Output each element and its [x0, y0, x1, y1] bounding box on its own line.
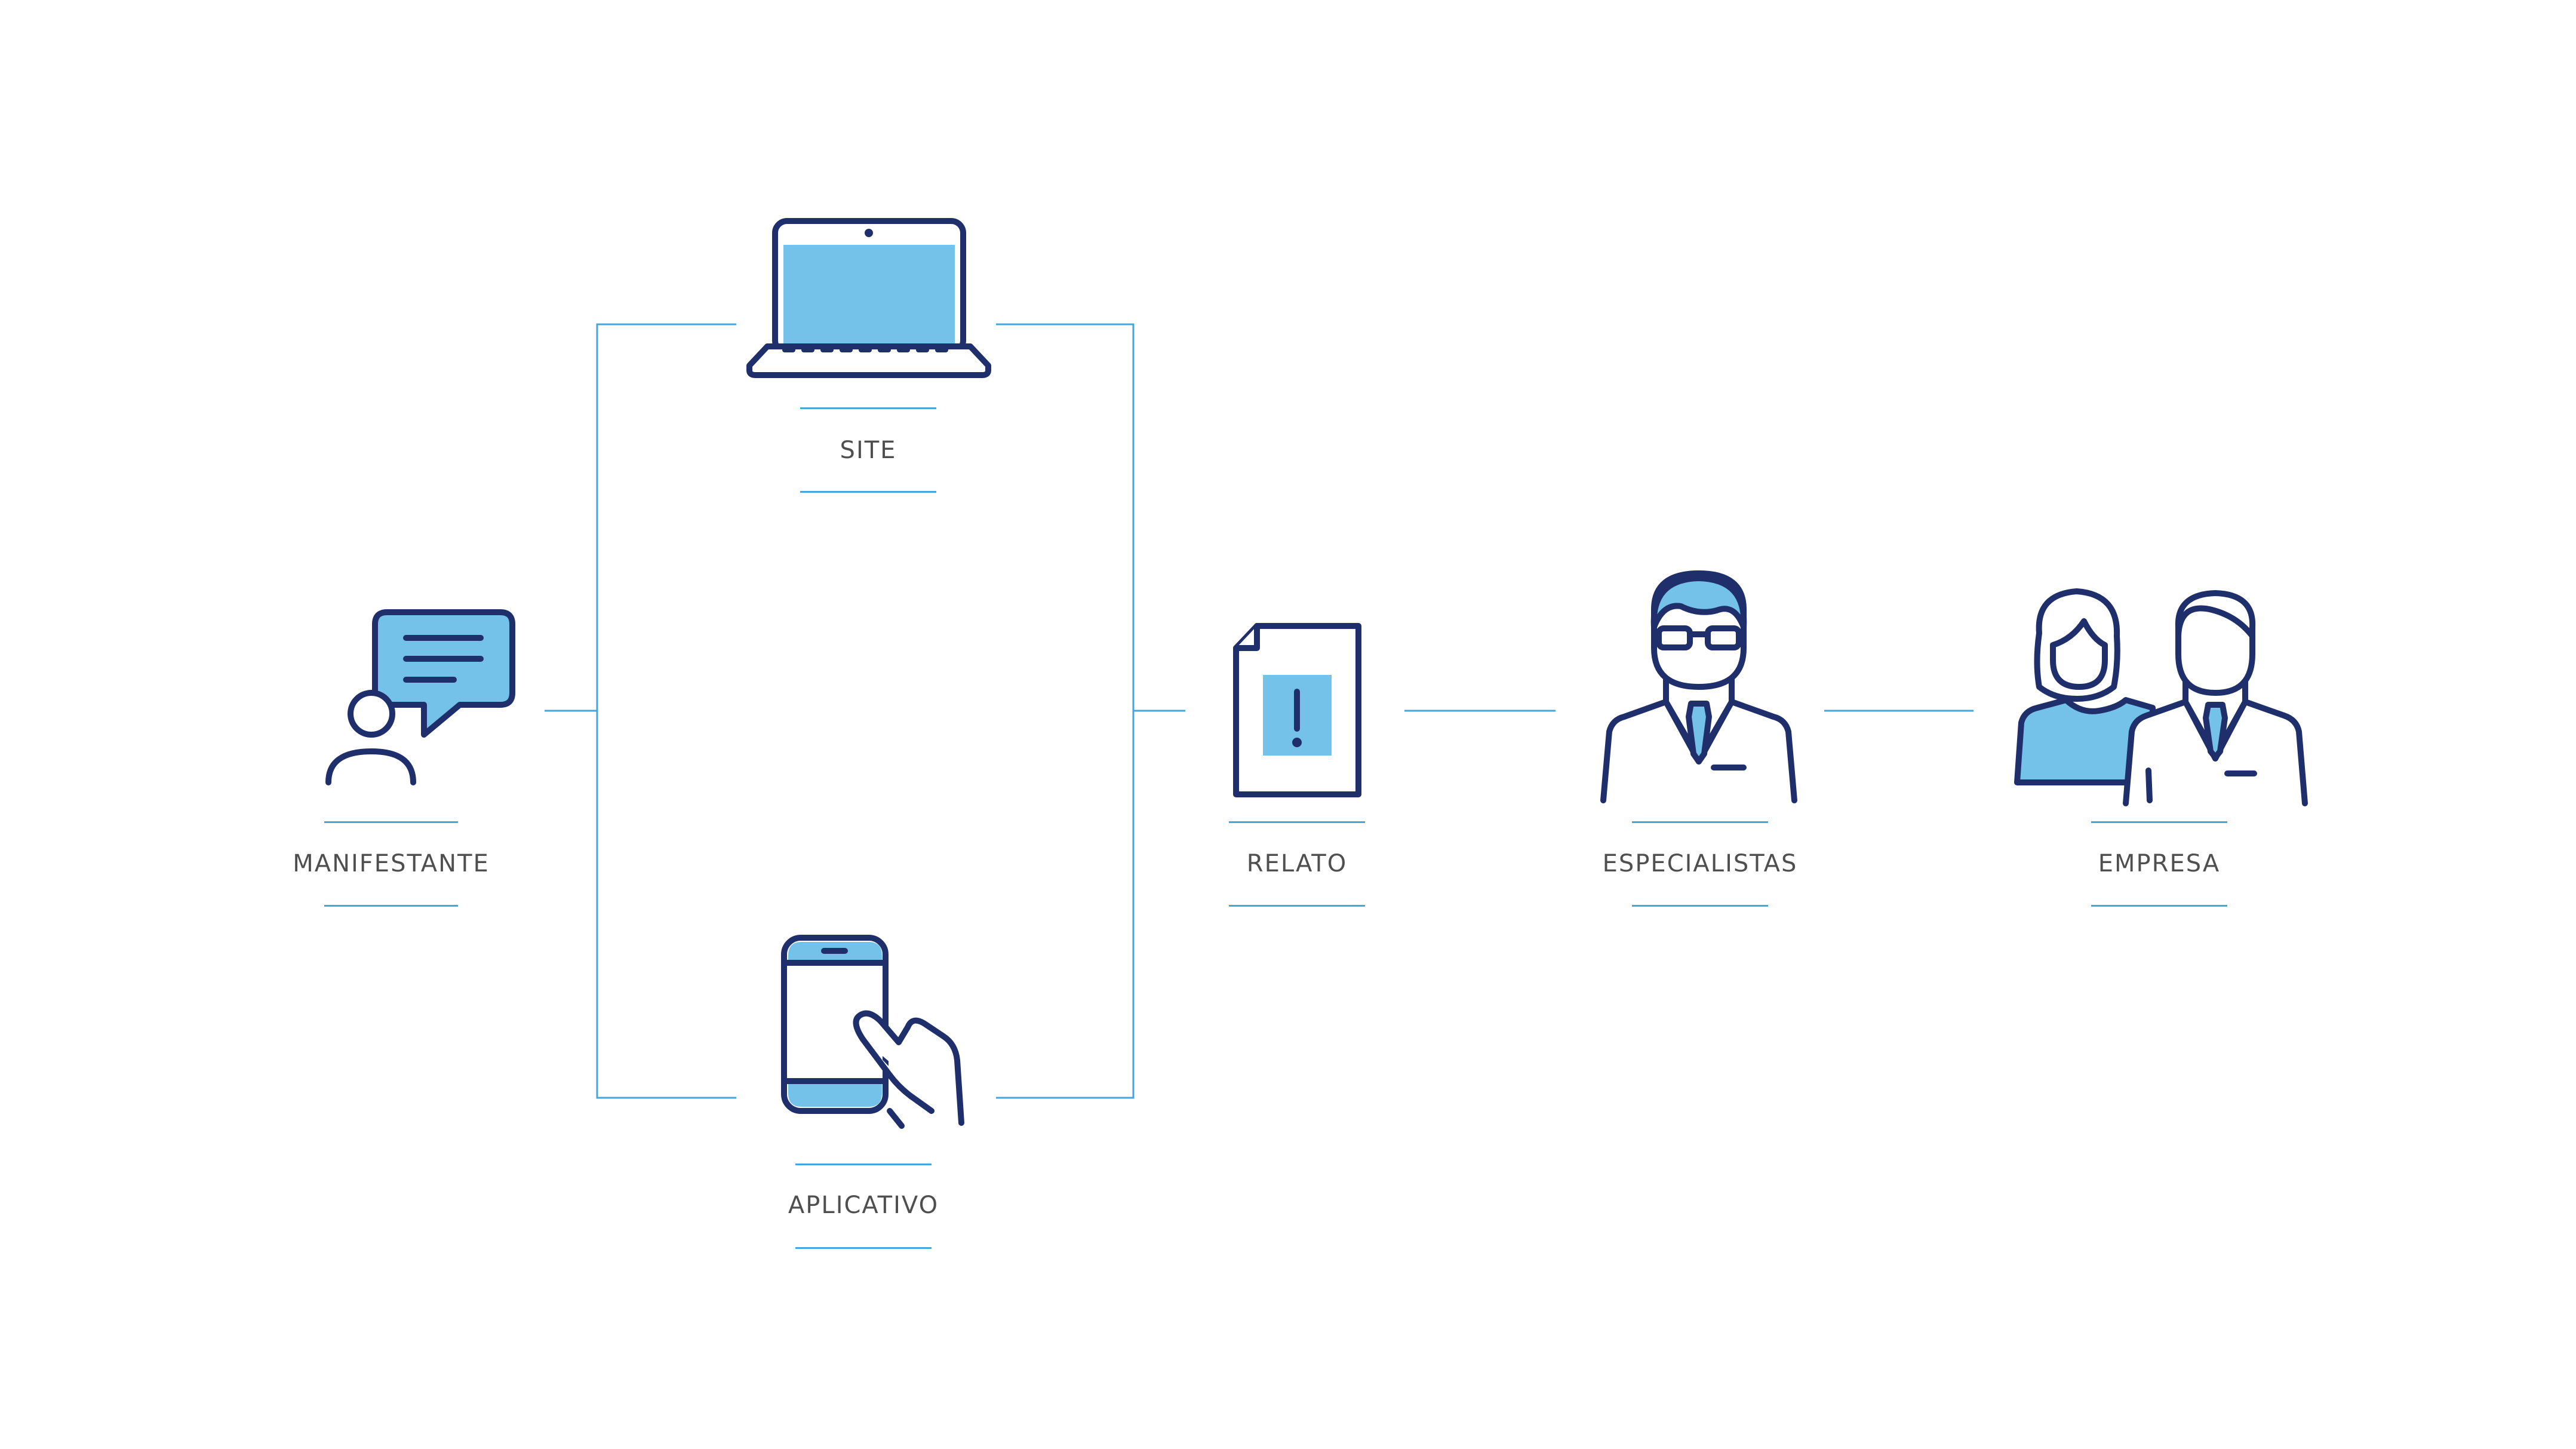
connector-branch-site — [596, 323, 736, 1099]
person-speech-bubble-icon — [325, 609, 515, 785]
empresa-line-top — [2091, 821, 2227, 823]
business-people-icon — [2014, 588, 2308, 806]
connector-site-merge — [996, 323, 1135, 1099]
empresa-line-bottom — [2091, 905, 2227, 907]
aplicativo-line-top — [795, 1164, 932, 1165]
connectors — [545, 323, 1974, 1099]
especialistas-line-bottom — [1632, 905, 1768, 907]
laptop-icon — [746, 218, 991, 378]
site-line-bottom — [800, 491, 936, 493]
document-alert-icon — [1233, 623, 1361, 797]
relato-line-top — [1229, 821, 1365, 823]
label-empresa: EMPRESA — [2098, 850, 2221, 877]
label-manifestante: MANIFESTANTE — [293, 850, 490, 877]
label-site: SITE — [840, 437, 897, 464]
specialist-man-icon — [1600, 570, 1797, 803]
aplicativo-line-bottom — [795, 1247, 932, 1249]
label-relato: RELATO — [1246, 850, 1348, 877]
label-aplicativo: APLICATIVO — [788, 1192, 939, 1219]
relato-line-bottom — [1229, 905, 1365, 907]
label-especialistas: ESPECIALISTAS — [1602, 850, 1798, 877]
manifestante-line-bottom — [324, 905, 458, 907]
smartphone-hand-icon — [781, 935, 964, 1129]
site-line-top — [800, 407, 936, 409]
especialistas-line-top — [1632, 821, 1768, 823]
manifestante-line-top — [324, 821, 458, 823]
